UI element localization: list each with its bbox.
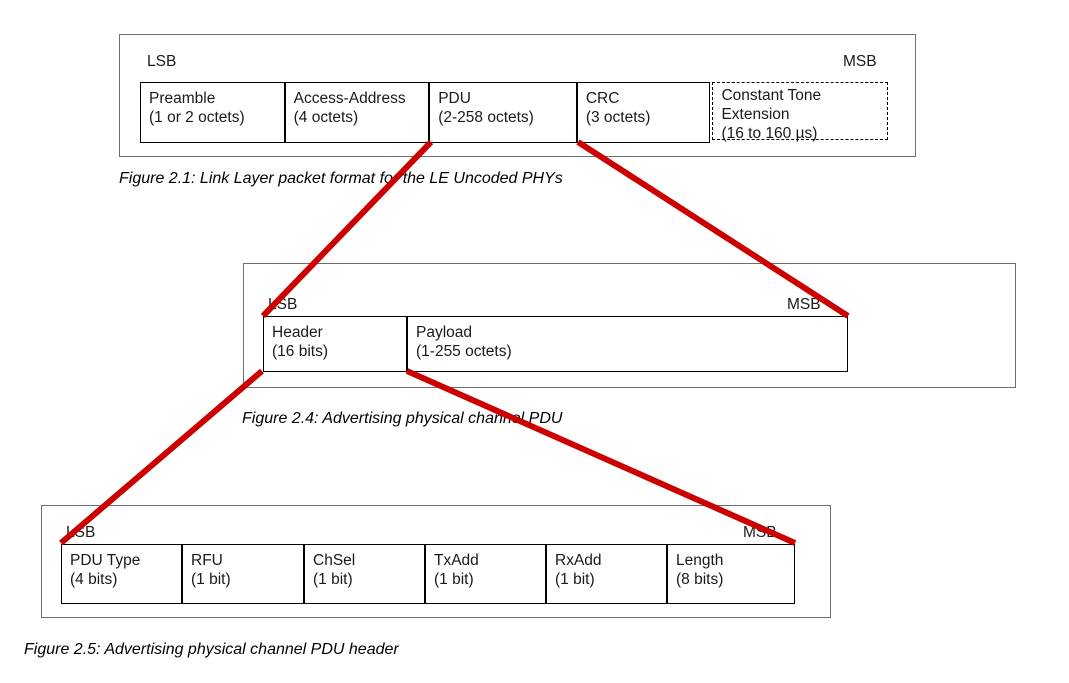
header-field-rfu: RFU (1 bit) (182, 544, 304, 604)
header-field-txadd: TxAdd (1 bit) (425, 544, 546, 604)
figure-2-1-lsb-label: LSB (147, 53, 177, 70)
figure-2-1-caption: Figure 2.1: Link Layer packet format for… (119, 170, 563, 187)
field-name: TxAdd (434, 552, 479, 569)
header-field-length: Length (8 bits) (667, 544, 795, 604)
field-name: Length (676, 552, 724, 569)
packet-field-crc: CRC (3 octets) (576, 82, 711, 143)
field-size: (1 bit) (434, 571, 474, 588)
figure-2-5-msb-label: MSB (743, 524, 777, 541)
figure-2-5-packet: PDU Type (4 bits) RFU (1 bit) ChSel (1 b… (61, 544, 795, 604)
field-name: Payload (416, 324, 473, 341)
field-size: (3 octets) (585, 109, 651, 126)
field-size: (1 bit) (555, 571, 595, 588)
field-size: Extension (721, 106, 790, 123)
field-extra: (16 to 160 µs) (721, 125, 818, 142)
figure-2-5-lsb-label: LSB (66, 524, 96, 541)
field-name: RxAdd (555, 552, 602, 569)
packet-field-preamble: Preamble (1 or 2 octets) (140, 82, 285, 143)
field-size: (1 or 2 octets) (149, 109, 245, 126)
field-size: (1 bit) (191, 571, 231, 588)
figure-2-4-caption: Figure 2.4: Advertising physical channel… (242, 410, 563, 427)
header-field-rxadd: RxAdd (1 bit) (546, 544, 667, 604)
packet-field-access-address: Access-Address (4 octets) (284, 82, 430, 143)
packet-field-header: Header (16 bits) (263, 316, 407, 372)
field-size: (8 bits) (676, 571, 724, 588)
field-name: PDU Type (70, 552, 141, 569)
packet-field-constant-tone-extension: Constant Tone Extension (16 to 160 µs) (712, 82, 888, 142)
figure-2-1-packet: Preamble (1 or 2 octets) Access-Address … (140, 82, 888, 143)
packet-field-pdu: PDU (2-258 octets) (429, 82, 577, 143)
field-name: Preamble (149, 90, 216, 107)
field-name: ChSel (313, 552, 356, 569)
field-name: PDU (438, 90, 471, 107)
figure-2-1-frame (119, 34, 916, 157)
figure-2-5-caption: Figure 2.5: Advertising physical channel… (24, 641, 399, 658)
field-name: Access-Address (293, 90, 406, 107)
field-name: Header (272, 324, 323, 341)
header-field-pdu-type: PDU Type (4 bits) (61, 544, 182, 604)
field-size: (4 octets) (293, 109, 359, 126)
field-size: (4 bits) (70, 571, 118, 588)
field-name: CRC (585, 90, 620, 107)
packet-field-payload: Payload (1-255 octets) (407, 316, 848, 372)
figure-2-4-packet: Header (16 bits) Payload (1-255 octets) (263, 316, 848, 372)
figure-2-4-msb-label: MSB (787, 296, 821, 313)
header-field-chsel: ChSel (1 bit) (304, 544, 425, 604)
figure-2-1-msb-label: MSB (843, 53, 877, 70)
field-size: (2-258 octets) (438, 109, 534, 126)
field-name: Constant Tone (721, 87, 822, 104)
field-name: RFU (191, 552, 223, 569)
field-size: (16 bits) (272, 343, 328, 360)
field-size: (1 bit) (313, 571, 353, 588)
figure-2-4-lsb-label: LSB (268, 296, 298, 313)
field-size: (1-255 octets) (416, 343, 512, 360)
